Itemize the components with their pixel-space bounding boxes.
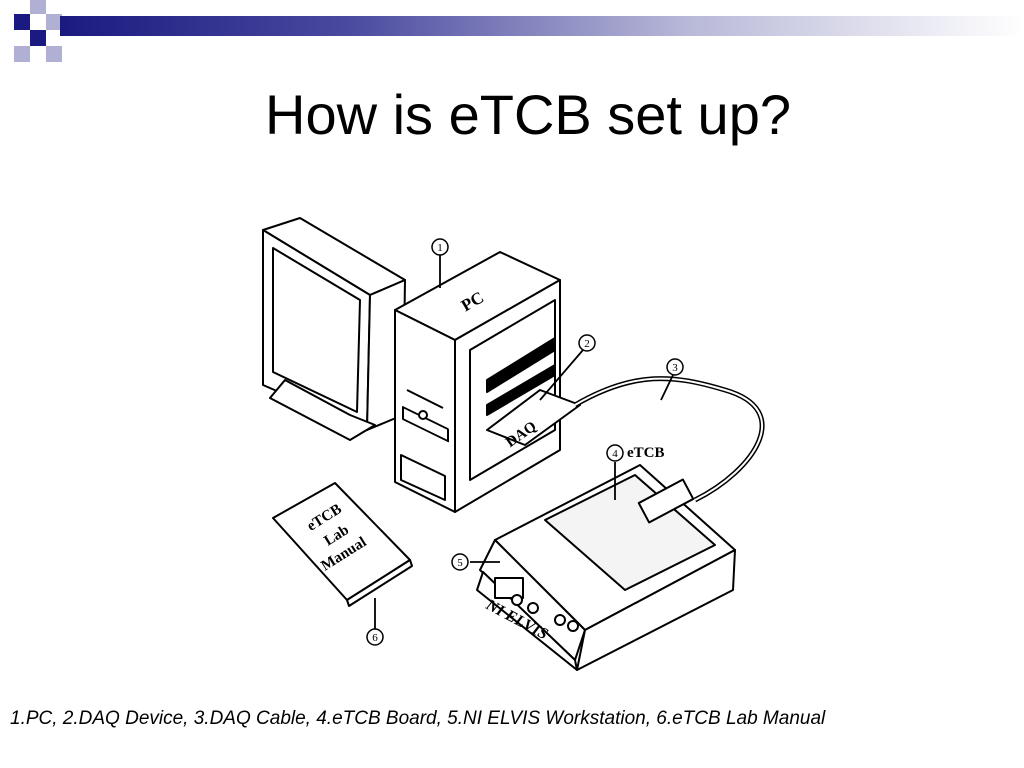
callout-6: 6 [372,632,378,644]
lab-manual [272,482,413,607]
callout-4: 4 [612,448,618,460]
callout-3: 3 [672,362,678,374]
daq-cable [573,376,765,503]
legend-caption: 1.PC, 2.DAQ Device, 3.DAQ Cable, 4.eTCB … [10,708,826,729]
callout-5: 5 [457,557,463,569]
callout-1: 1 [437,242,443,254]
setup-diagram: 1 2 3 4 5 6 PC DAQ eTCB eTCB Lab Manual … [262,217,765,671]
etcb-label: eTCB [627,445,665,461]
ni-elvis-workstation [476,464,736,671]
monitor [262,217,406,441]
callout-2: 2 [584,338,590,350]
page-title: How is eTCB set up? [265,83,791,146]
corner-decoration [0,0,80,64]
title-gradient-bar [60,16,1024,36]
